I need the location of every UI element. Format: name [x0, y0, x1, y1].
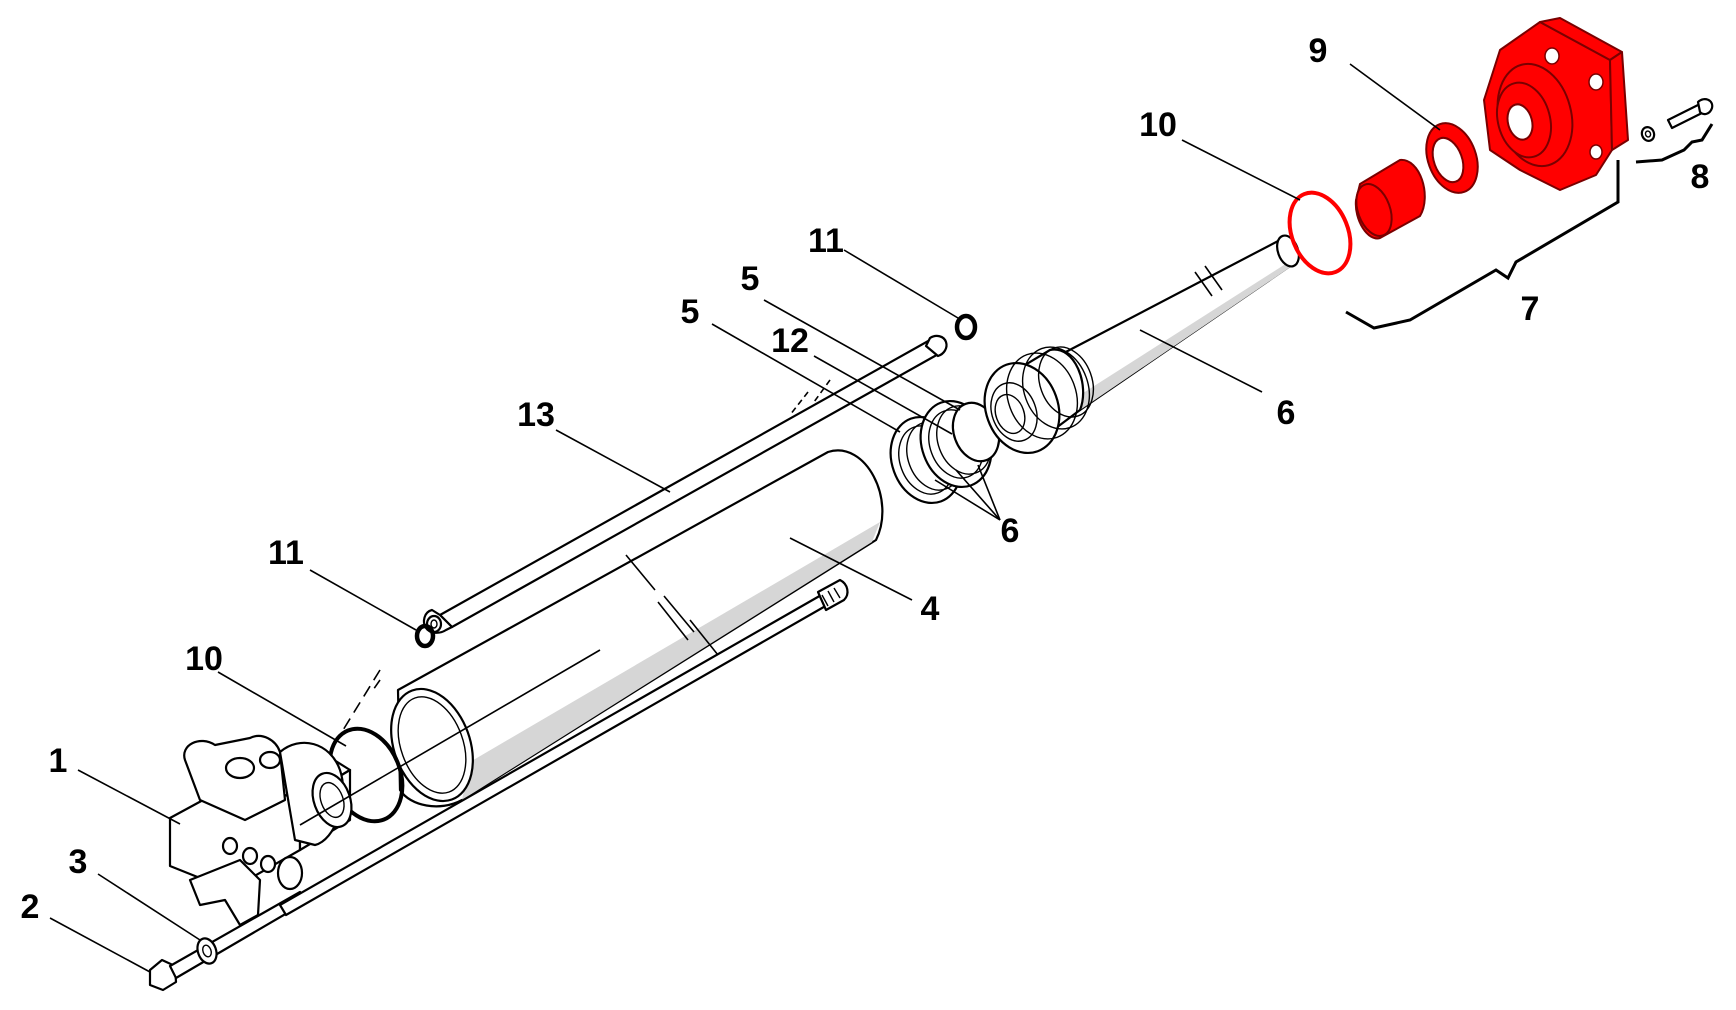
part-10-o-ring-upper: [1278, 184, 1361, 283]
callout-13: 13: [517, 396, 555, 434]
callout-10-lower: 10: [185, 640, 223, 678]
callout-5-right: 5: [681, 293, 700, 331]
callout-7: 7: [1521, 290, 1540, 328]
callout-11-lower: 11: [268, 534, 304, 572]
callout-6-seals: 6: [1001, 512, 1020, 550]
callout-9: 9: [1309, 32, 1328, 70]
callout-10-upper: 10: [1139, 106, 1177, 144]
callout-2: 2: [21, 888, 40, 926]
part-4-cylinder-tube: [376, 450, 882, 812]
part-8-screw-washer: [1640, 99, 1712, 143]
part-7-gland-assembly: [1350, 18, 1628, 241]
bushing: [1350, 160, 1425, 241]
gland-flange: [1484, 18, 1628, 190]
callout-3: 3: [69, 843, 88, 881]
callout-12: 12: [771, 322, 809, 360]
callout-8: 8: [1691, 158, 1710, 196]
callout-5-left: 5: [741, 260, 760, 298]
part-9-seal: [1417, 116, 1487, 200]
part-11-o-ring-upper: [957, 316, 975, 338]
part-6-piston-rod: [972, 233, 1302, 464]
callout-4: 4: [921, 590, 940, 628]
callout-1: 1: [49, 742, 68, 780]
callout-6-rod: 6: [1277, 394, 1296, 432]
callout-11-upper: 11: [808, 222, 844, 260]
part-11-o-ring-lower: [417, 626, 433, 646]
